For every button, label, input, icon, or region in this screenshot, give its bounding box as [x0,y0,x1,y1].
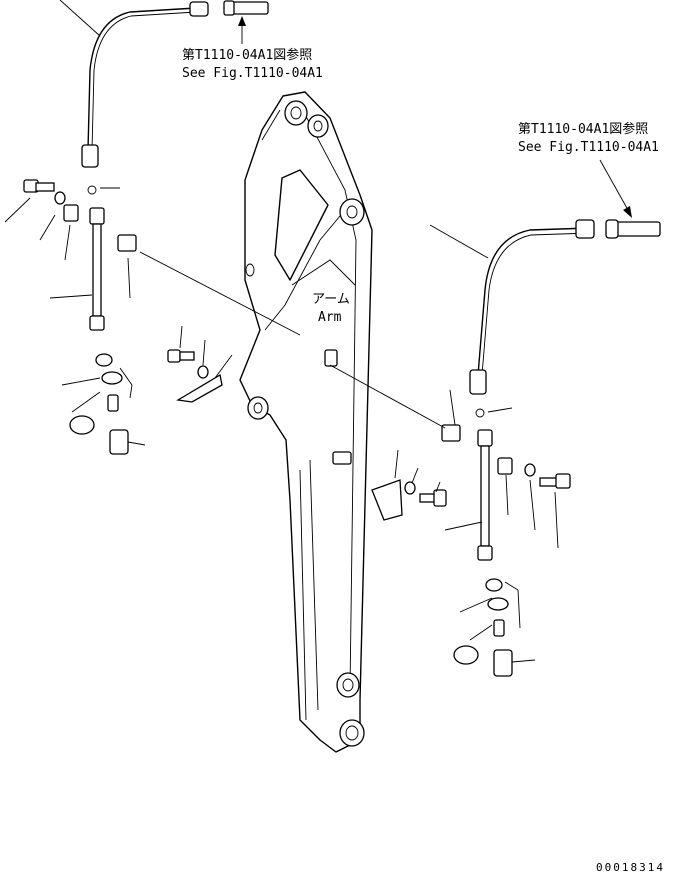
right-reference-en: See Fig.T1110-04A1 [518,140,659,155]
left-hose-assembly [23,0,269,455]
arm-label-en: Arm [318,310,342,325]
drawing-number: 00018314 [596,861,665,874]
top-reference-jp: 第T1110-04A1図参照 [182,48,313,63]
arm-label-jp: アーム [312,292,350,307]
top-reference-en: See Fig.T1110-04A1 [182,66,323,81]
arm-body [239,91,373,753]
right-hose-assembly [324,219,661,677]
leader-lines [4,0,632,663]
right-reference-jp: 第T1110-04A1図参照 [518,122,649,137]
